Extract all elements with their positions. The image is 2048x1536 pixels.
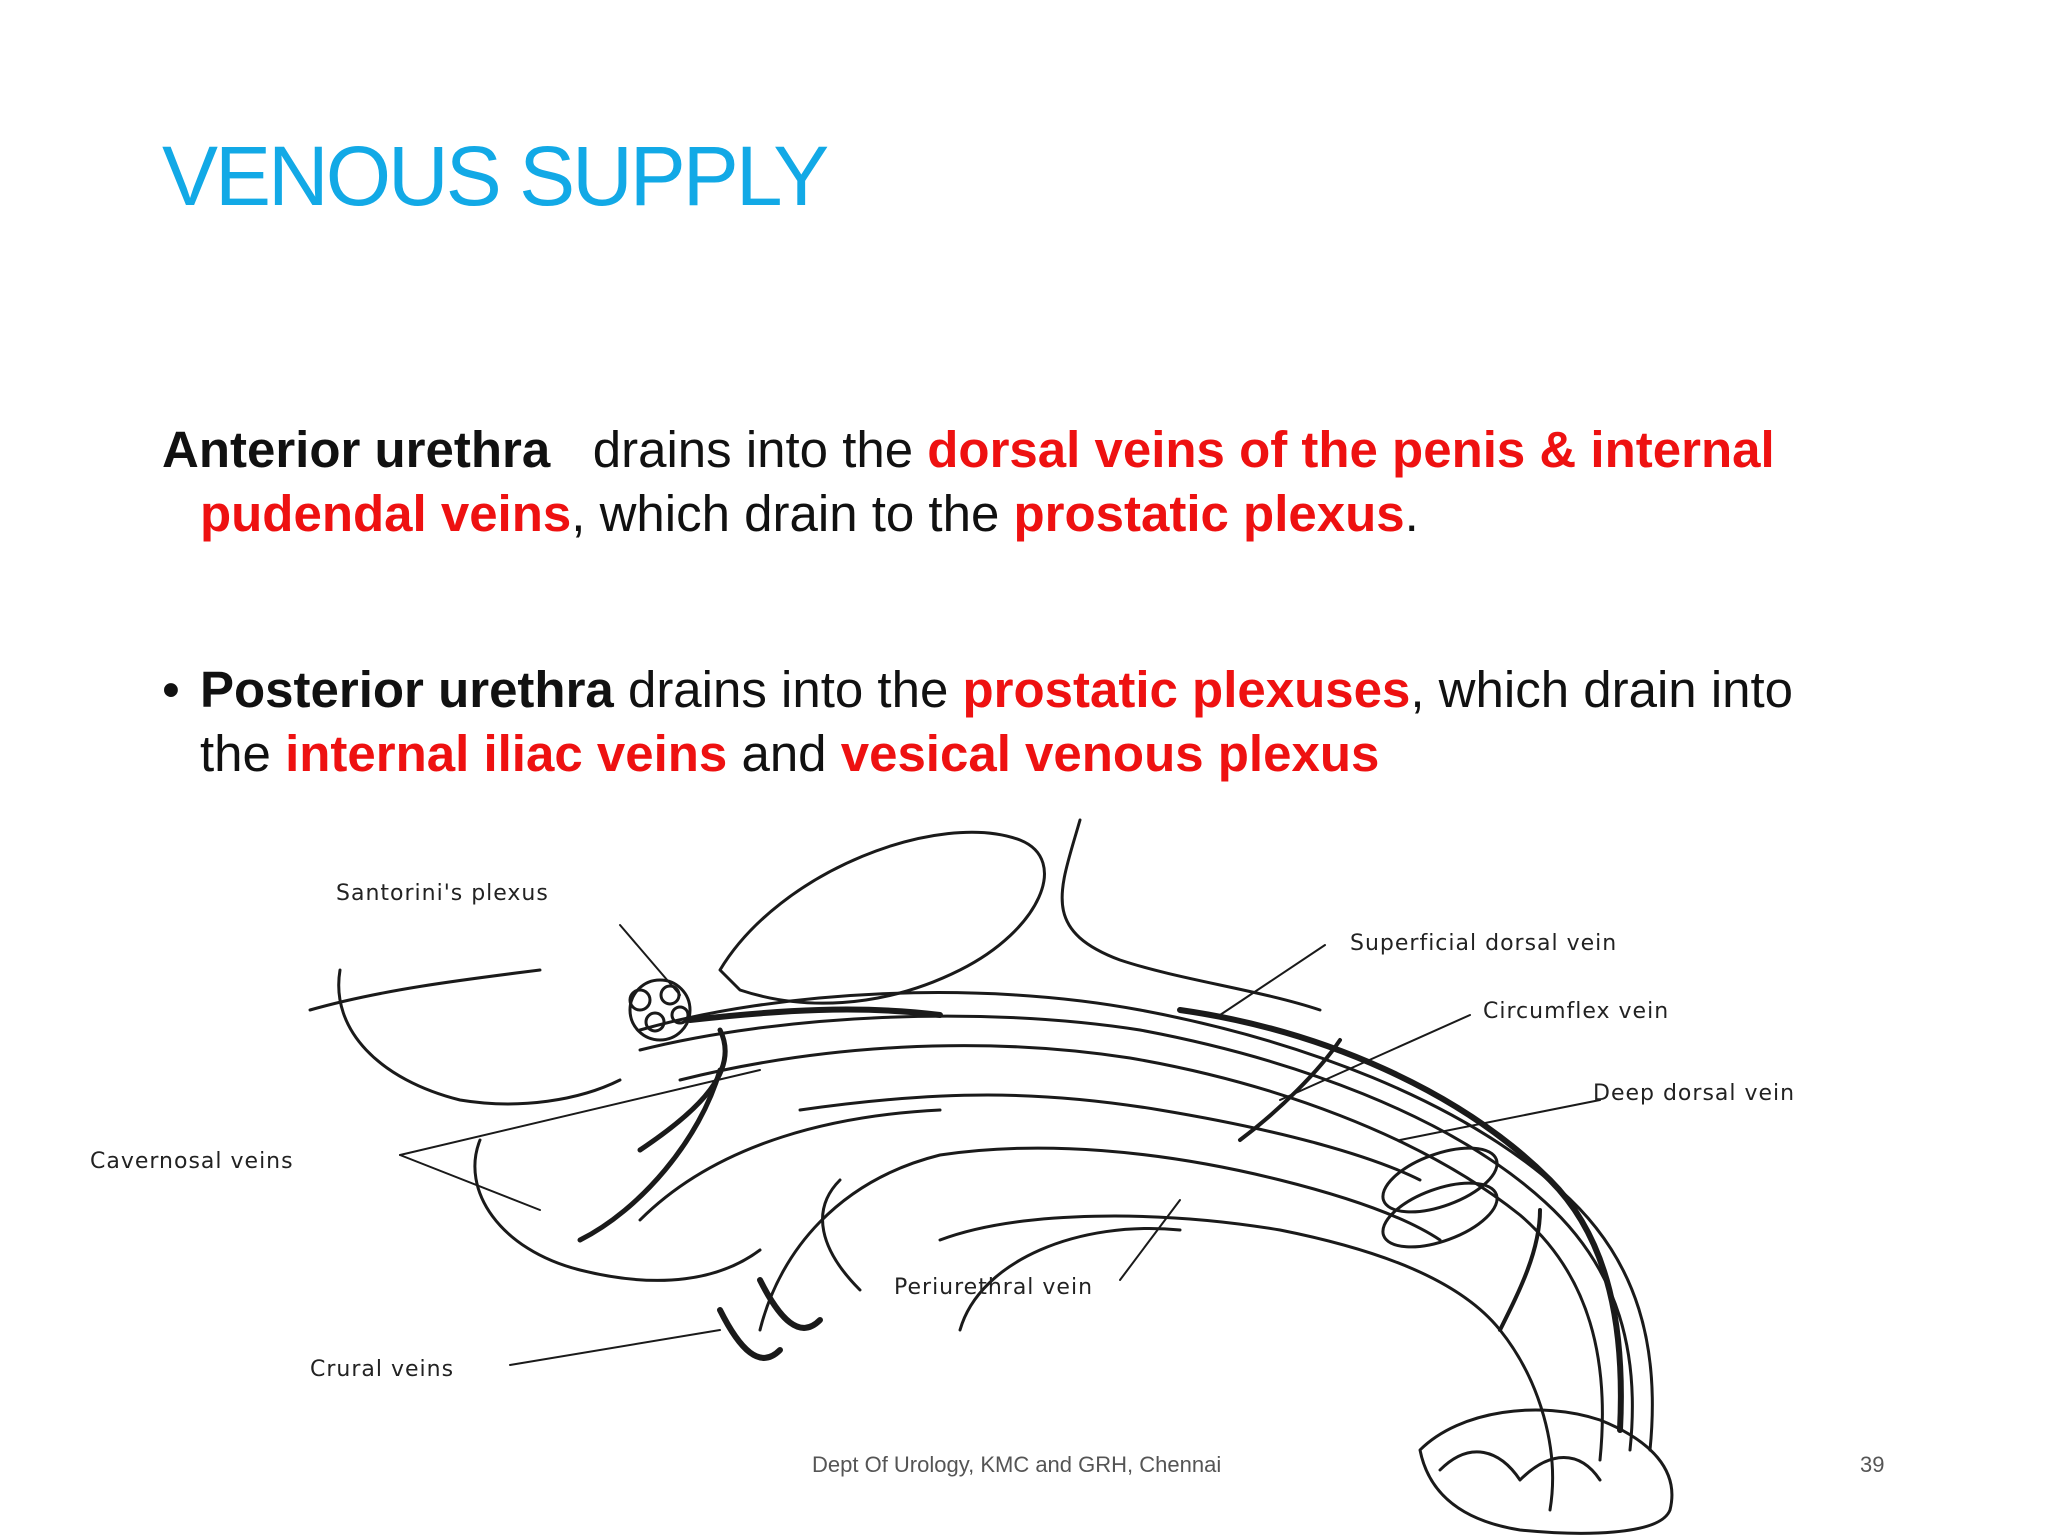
label-santorinis-plexus: Santorini's plexus [336, 881, 549, 906]
paragraph-line: pudendal veins, which drain to the prost… [162, 482, 1902, 546]
text-run: , which drain into [1410, 661, 1794, 718]
text-run: drains into the [550, 421, 928, 478]
venous-anatomy-diagram: Santorini's plexus Superficial dorsal ve… [90, 818, 1795, 1535]
label-cavernosal-veins: Cavernosal veins [90, 1149, 294, 1174]
text-run: and [727, 725, 841, 782]
prostatic-plexus-term: prostatic plexus [1013, 485, 1405, 542]
paragraph-line: the internal iliac veins and vesical ven… [162, 722, 1902, 786]
anterior-urethra-paragraph: Anterior urethra drains into the dorsal … [162, 418, 1902, 546]
label-superficial-dorsal-vein: Superficial dorsal vein [1350, 931, 1617, 956]
slide-footer: Dept Of Urology, KMC and GRH, Chennai [812, 1452, 1222, 1477]
text-run: , which drain to the [571, 485, 1014, 542]
slide-title: VENOUS SUPPLY [162, 129, 829, 223]
text-run: . [1404, 485, 1419, 542]
label-deep-dorsal-vein: Deep dorsal vein [1593, 1081, 1795, 1106]
label-crural-veins: Crural veins [310, 1357, 454, 1382]
dorsal-veins-term: dorsal veins of the penis & internal [927, 421, 1775, 478]
penis-outline-drawing [308, 818, 1674, 1535]
label-circumflex-vein: Circumflex vein [1483, 999, 1669, 1024]
paragraph-line: • Posterior urethra drains into the prost… [162, 658, 1902, 722]
prostatic-plexuses-term: prostatic plexuses [962, 661, 1411, 718]
pudendal-veins-term: pudendal veins [200, 485, 572, 542]
bullet-marker: • [162, 661, 180, 718]
anterior-urethra-term: Anterior urethra [162, 421, 551, 478]
page-number: 39 [1860, 1452, 1885, 1477]
text-run: the [200, 725, 286, 782]
label-periurethral-vein: Periurethral vein [894, 1275, 1093, 1300]
text-run: drains into the [613, 661, 963, 718]
posterior-urethra-paragraph: • Posterior urethra drains into the prost… [162, 658, 1902, 786]
vesical-venous-plexus-term: vesical venous plexus [840, 725, 1380, 782]
internal-iliac-veins-term: internal iliac veins [285, 725, 728, 782]
paragraph-line: Anterior urethra drains into the dorsal … [162, 418, 1902, 482]
posterior-urethra-term: Posterior urethra [200, 661, 614, 718]
